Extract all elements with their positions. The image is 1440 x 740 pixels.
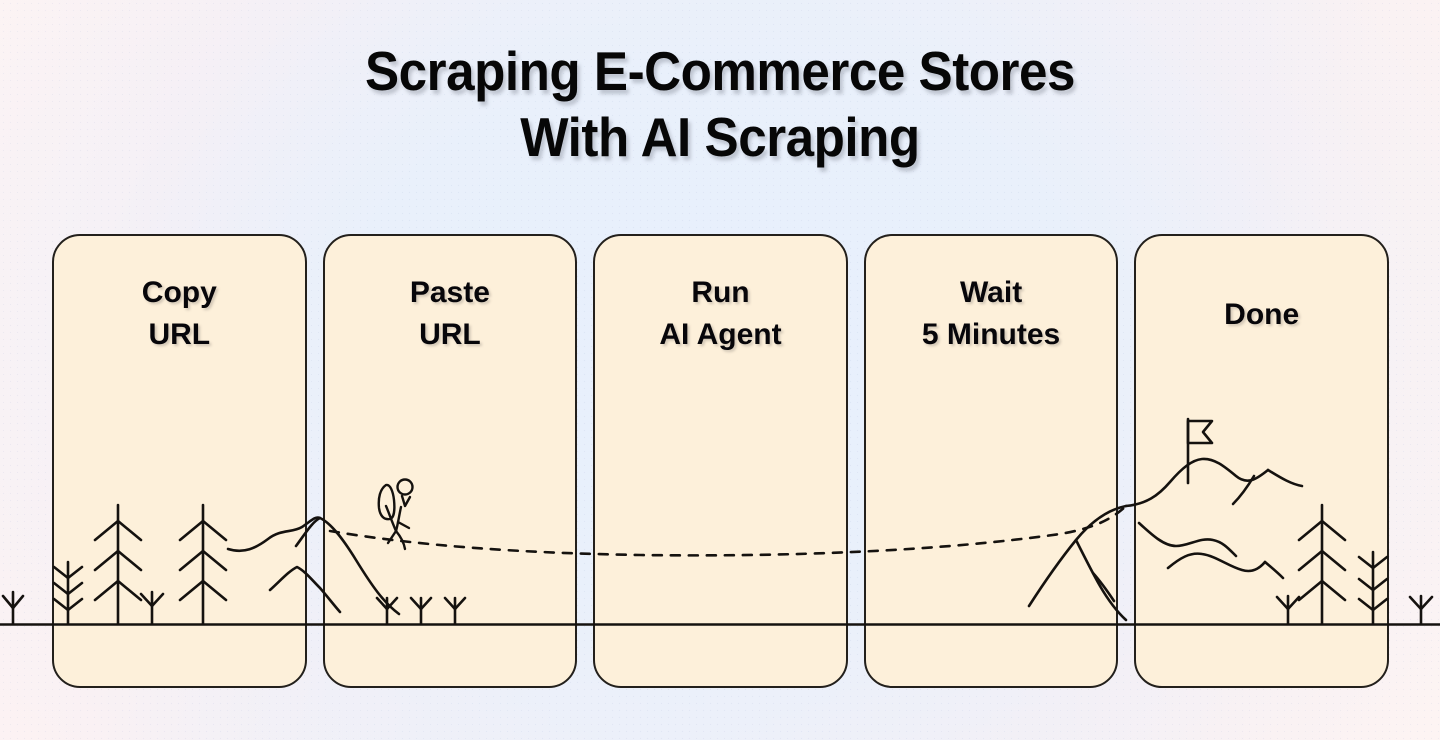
page-title-line-1: Scraping E-Commerce Stores	[365, 40, 1075, 102]
step-card-copy-url[interactable]: Copy URL	[52, 234, 307, 688]
step-label-paste-url: Paste URL	[409, 276, 490, 351]
step-card-paste-url[interactable]: Paste URL	[322, 234, 578, 688]
page-title: Scraping E-Commerce Stores With AI Scrap…	[0, 38, 1440, 170]
seedling-far-right	[1408, 594, 1434, 626]
step-label-run-agent: Run AI Agent	[659, 276, 782, 351]
step-card-run-agent[interactable]: Run AI Agent	[593, 234, 848, 688]
step-label-wait: Wait 5 Minutes	[921, 276, 1061, 351]
step-label-done: Done	[1224, 298, 1300, 331]
step-card-row: Copy URL Paste URL Run AI Agent Wait 5 M…	[52, 234, 1389, 688]
page-title-line-2: With AI Scraping	[520, 106, 920, 168]
step-card-done[interactable]: Done	[1134, 234, 1389, 688]
step-label-copy-url: Copy URL	[141, 276, 217, 351]
seedling-group-far-left	[1, 590, 25, 626]
step-card-wait[interactable]: Wait 5 Minutes	[863, 234, 1119, 688]
